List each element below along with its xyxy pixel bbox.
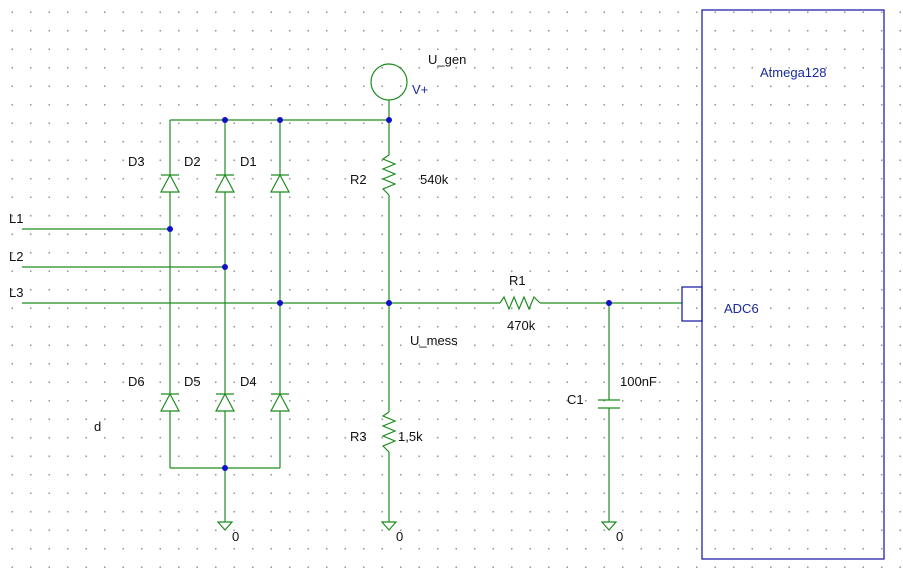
ground-icon xyxy=(216,521,234,531)
voltage-source-u-gen[interactable] xyxy=(370,63,408,101)
diode-d1-label: D1 xyxy=(240,154,257,169)
diode-d3[interactable] xyxy=(160,173,180,193)
ground-capacitor[interactable] xyxy=(600,521,618,531)
resistor-r1-value: 470k xyxy=(507,318,536,333)
diode-d6-icon xyxy=(160,392,180,412)
input-l2-label: L2 xyxy=(9,249,23,264)
diode-d5-icon xyxy=(215,392,235,412)
diode-d2-label: D2 xyxy=(184,154,201,169)
ground-bridge[interactable] xyxy=(216,521,234,531)
diode-d2-icon xyxy=(215,173,235,193)
diode-d5[interactable] xyxy=(215,392,235,412)
diode-d1[interactable] xyxy=(270,173,290,193)
wires xyxy=(22,100,682,522)
junction-dot xyxy=(386,117,392,123)
resistor-r1-icon xyxy=(499,295,541,311)
junction-dot xyxy=(277,117,283,123)
ground-capacitor-label: 0 xyxy=(616,529,623,544)
ground-divider[interactable] xyxy=(380,521,398,531)
diode-d4[interactable] xyxy=(270,392,290,412)
mcu-body xyxy=(701,9,885,560)
resistor-r3-value: 1,5k xyxy=(398,429,423,444)
ground-icon xyxy=(600,521,618,531)
junction-dot xyxy=(222,264,228,270)
junction-dot xyxy=(167,226,173,232)
diode-d4-label: D4 xyxy=(240,374,257,389)
source-name-label: U_gen xyxy=(428,52,466,67)
junction-dot xyxy=(222,465,228,471)
resistor-r3[interactable] xyxy=(381,411,397,453)
diode-d3-label: D3 xyxy=(128,154,145,169)
resistor-r3-icon xyxy=(381,411,397,453)
diode-d1-icon xyxy=(270,173,290,193)
input-l1-label: L1 xyxy=(9,211,23,226)
junction-dot xyxy=(386,300,392,306)
resistor-r1[interactable] xyxy=(499,295,541,311)
resistor-r2-icon xyxy=(381,154,397,196)
mcu-pin-label: ADC6 xyxy=(724,301,759,316)
input-l3-label: L3 xyxy=(9,285,23,300)
junctions xyxy=(167,117,612,471)
mcu-atmega128[interactable] xyxy=(681,9,885,560)
diode-d5-label: D5 xyxy=(184,374,201,389)
labels: U_gen V+ D3 D2 D1 D6 D5 D4 L1 L2 L3 R2 5… xyxy=(9,52,827,544)
junction-dot xyxy=(222,117,228,123)
net-label-u-mess: U_mess xyxy=(410,333,458,348)
resistor-r2-value: 540k xyxy=(420,172,449,187)
capacitor-c1-name: C1 xyxy=(567,392,584,407)
resistor-r2[interactable] xyxy=(381,154,397,196)
ground-icon xyxy=(380,521,398,531)
diode-d4-icon xyxy=(270,392,290,412)
junction-dot xyxy=(606,300,612,306)
diode-d3-icon xyxy=(160,173,180,193)
diode-d6-label: D6 xyxy=(128,374,145,389)
mcu-name-label: Atmega128 xyxy=(760,65,827,80)
resistor-r3-name: R3 xyxy=(350,429,367,444)
capacitor-c1[interactable] xyxy=(598,399,620,409)
stray-text-d: d xyxy=(94,419,101,434)
capacitor-c1-value: 100nF xyxy=(620,374,657,389)
resistor-r1-name: R1 xyxy=(509,273,526,288)
diode-d6[interactable] xyxy=(160,392,180,412)
resistor-r2-name: R2 xyxy=(350,172,367,187)
ground-divider-label: 0 xyxy=(396,529,403,544)
adc6-pin[interactable] xyxy=(681,286,703,322)
junction-dot xyxy=(277,300,283,306)
diode-d2[interactable] xyxy=(215,173,235,193)
source-pin-label: V+ xyxy=(412,82,428,97)
voltage-source-icon xyxy=(370,63,408,101)
ground-bridge-label: 0 xyxy=(232,529,239,544)
